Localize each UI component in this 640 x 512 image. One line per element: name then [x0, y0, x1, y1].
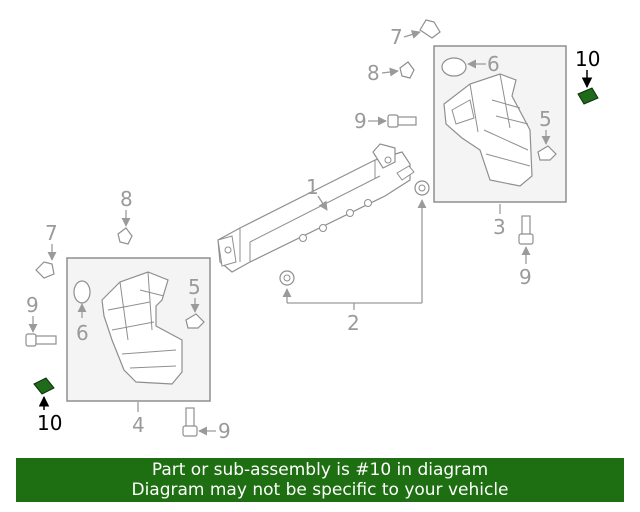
top-screw-8[interactable] [399, 61, 415, 79]
left-clip-6[interactable] [73, 280, 91, 304]
callout-6-right: 6 [487, 52, 500, 76]
callout-1: 1 [306, 175, 319, 199]
left-clip-5[interactable] [185, 313, 205, 329]
callout-9-top: 9 [354, 109, 367, 133]
bracket-nut-right[interactable] [414, 180, 430, 196]
bracket-nut-left[interactable] [279, 270, 295, 286]
callout-6-left: 6 [76, 321, 89, 345]
banner-line-1: Part or sub-assembly is #10 in diagram [151, 460, 489, 480]
callout-10-left: 10 [37, 411, 62, 435]
left-screw-8[interactable] [117, 227, 133, 245]
callout-9-left: 9 [26, 293, 39, 317]
part-10-left[interactable] [33, 377, 55, 395]
left-energy-absorber[interactable] [101, 271, 183, 385]
callout-5-right: 5 [539, 107, 552, 131]
callout-10-right: 10 [575, 47, 600, 71]
callout-7-left: 7 [45, 221, 58, 245]
callout-7-top: 7 [390, 25, 403, 49]
left-nut-7[interactable] [35, 261, 55, 279]
callout-8-left: 8 [120, 187, 133, 211]
callout-9-right: 9 [519, 265, 532, 289]
reinforcement-bar[interactable] [217, 143, 415, 273]
top-nut-7[interactable] [419, 19, 441, 39]
bottom-bolt-9[interactable] [182, 407, 198, 437]
callout-9-bottom: 9 [218, 419, 231, 443]
right-clip-6[interactable] [441, 57, 467, 77]
right-clip-5[interactable] [537, 145, 557, 161]
left-bolt-9[interactable] [25, 333, 57, 347]
callout-4: 4 [132, 413, 145, 437]
callout-2: 2 [347, 311, 360, 335]
top-bolt-9[interactable] [387, 114, 417, 128]
right-bolt-9[interactable] [518, 215, 534, 245]
banner-line-2: Diagram may not be specific to your vehi… [131, 480, 509, 500]
part-10-right[interactable] [577, 87, 599, 105]
right-energy-absorber[interactable] [443, 73, 533, 187]
callout-5-left: 5 [188, 275, 201, 299]
callout-8-top: 8 [367, 61, 380, 85]
info-banner: Part or sub-assembly is #10 in diagram D… [16, 458, 624, 502]
callout-3: 3 [493, 215, 506, 239]
